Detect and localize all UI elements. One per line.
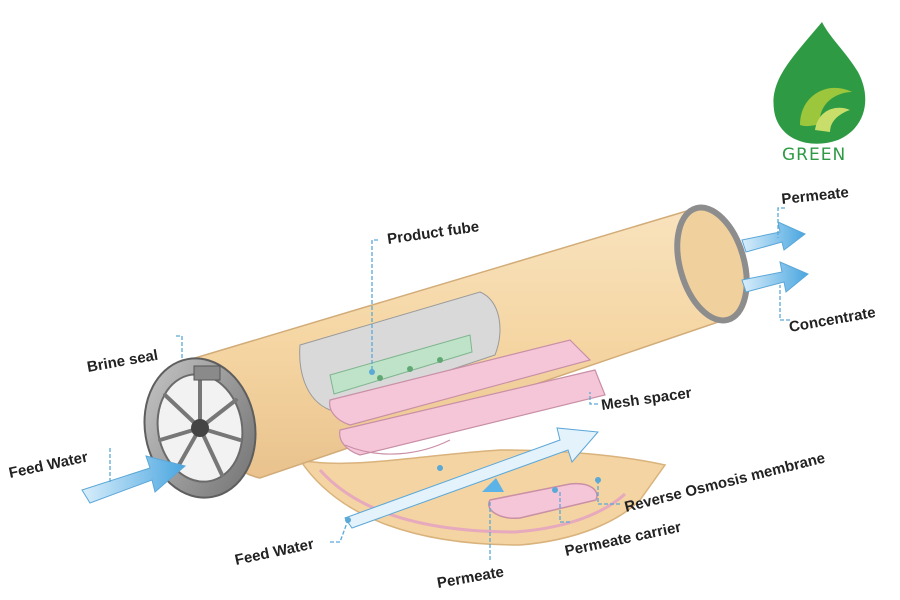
label-feed-water-bottom: Feed Water — [233, 536, 315, 569]
vessel-right-endcap — [674, 204, 750, 324]
label-permeate-bottom: Permeate — [436, 563, 505, 591]
label-permeate-out: Permeate — [781, 184, 850, 208]
permeate-arrow-down — [482, 478, 504, 492]
label-concentrate: Concentrate — [788, 304, 877, 336]
label-mesh-spacer: Mesh spacer — [600, 384, 693, 414]
green-logo: GREEN — [773, 22, 866, 165]
leader-dots — [345, 369, 601, 523]
permeate-arrow-out — [741, 221, 806, 253]
unrolled-membrane-sheet — [298, 449, 667, 546]
cutaway — [299, 291, 606, 456]
logo-swirl-inner-icon — [815, 107, 850, 132]
feed-water-arrow-bottom — [344, 427, 600, 529]
product-tube — [329, 334, 473, 395]
label-reverse-osmosis-membrane: Reverse Osmosis membrane — [623, 450, 827, 516]
feed-water-arrow-left — [81, 455, 187, 504]
leader-lines — [109, 207, 790, 560]
logo-text: GREEN — [782, 145, 846, 165]
label-brine-seal: Brine seal — [86, 347, 160, 376]
label-product-tube: Product fube — [386, 218, 480, 248]
membrane-layer-1 — [329, 339, 592, 426]
flow-arrows — [81, 221, 809, 529]
label-feed-water-left: Feed Water — [7, 449, 89, 482]
logo-swirl-icon — [800, 87, 852, 127]
membrane-layer-2 — [339, 369, 606, 456]
concentrate-arrow-out — [741, 261, 809, 293]
